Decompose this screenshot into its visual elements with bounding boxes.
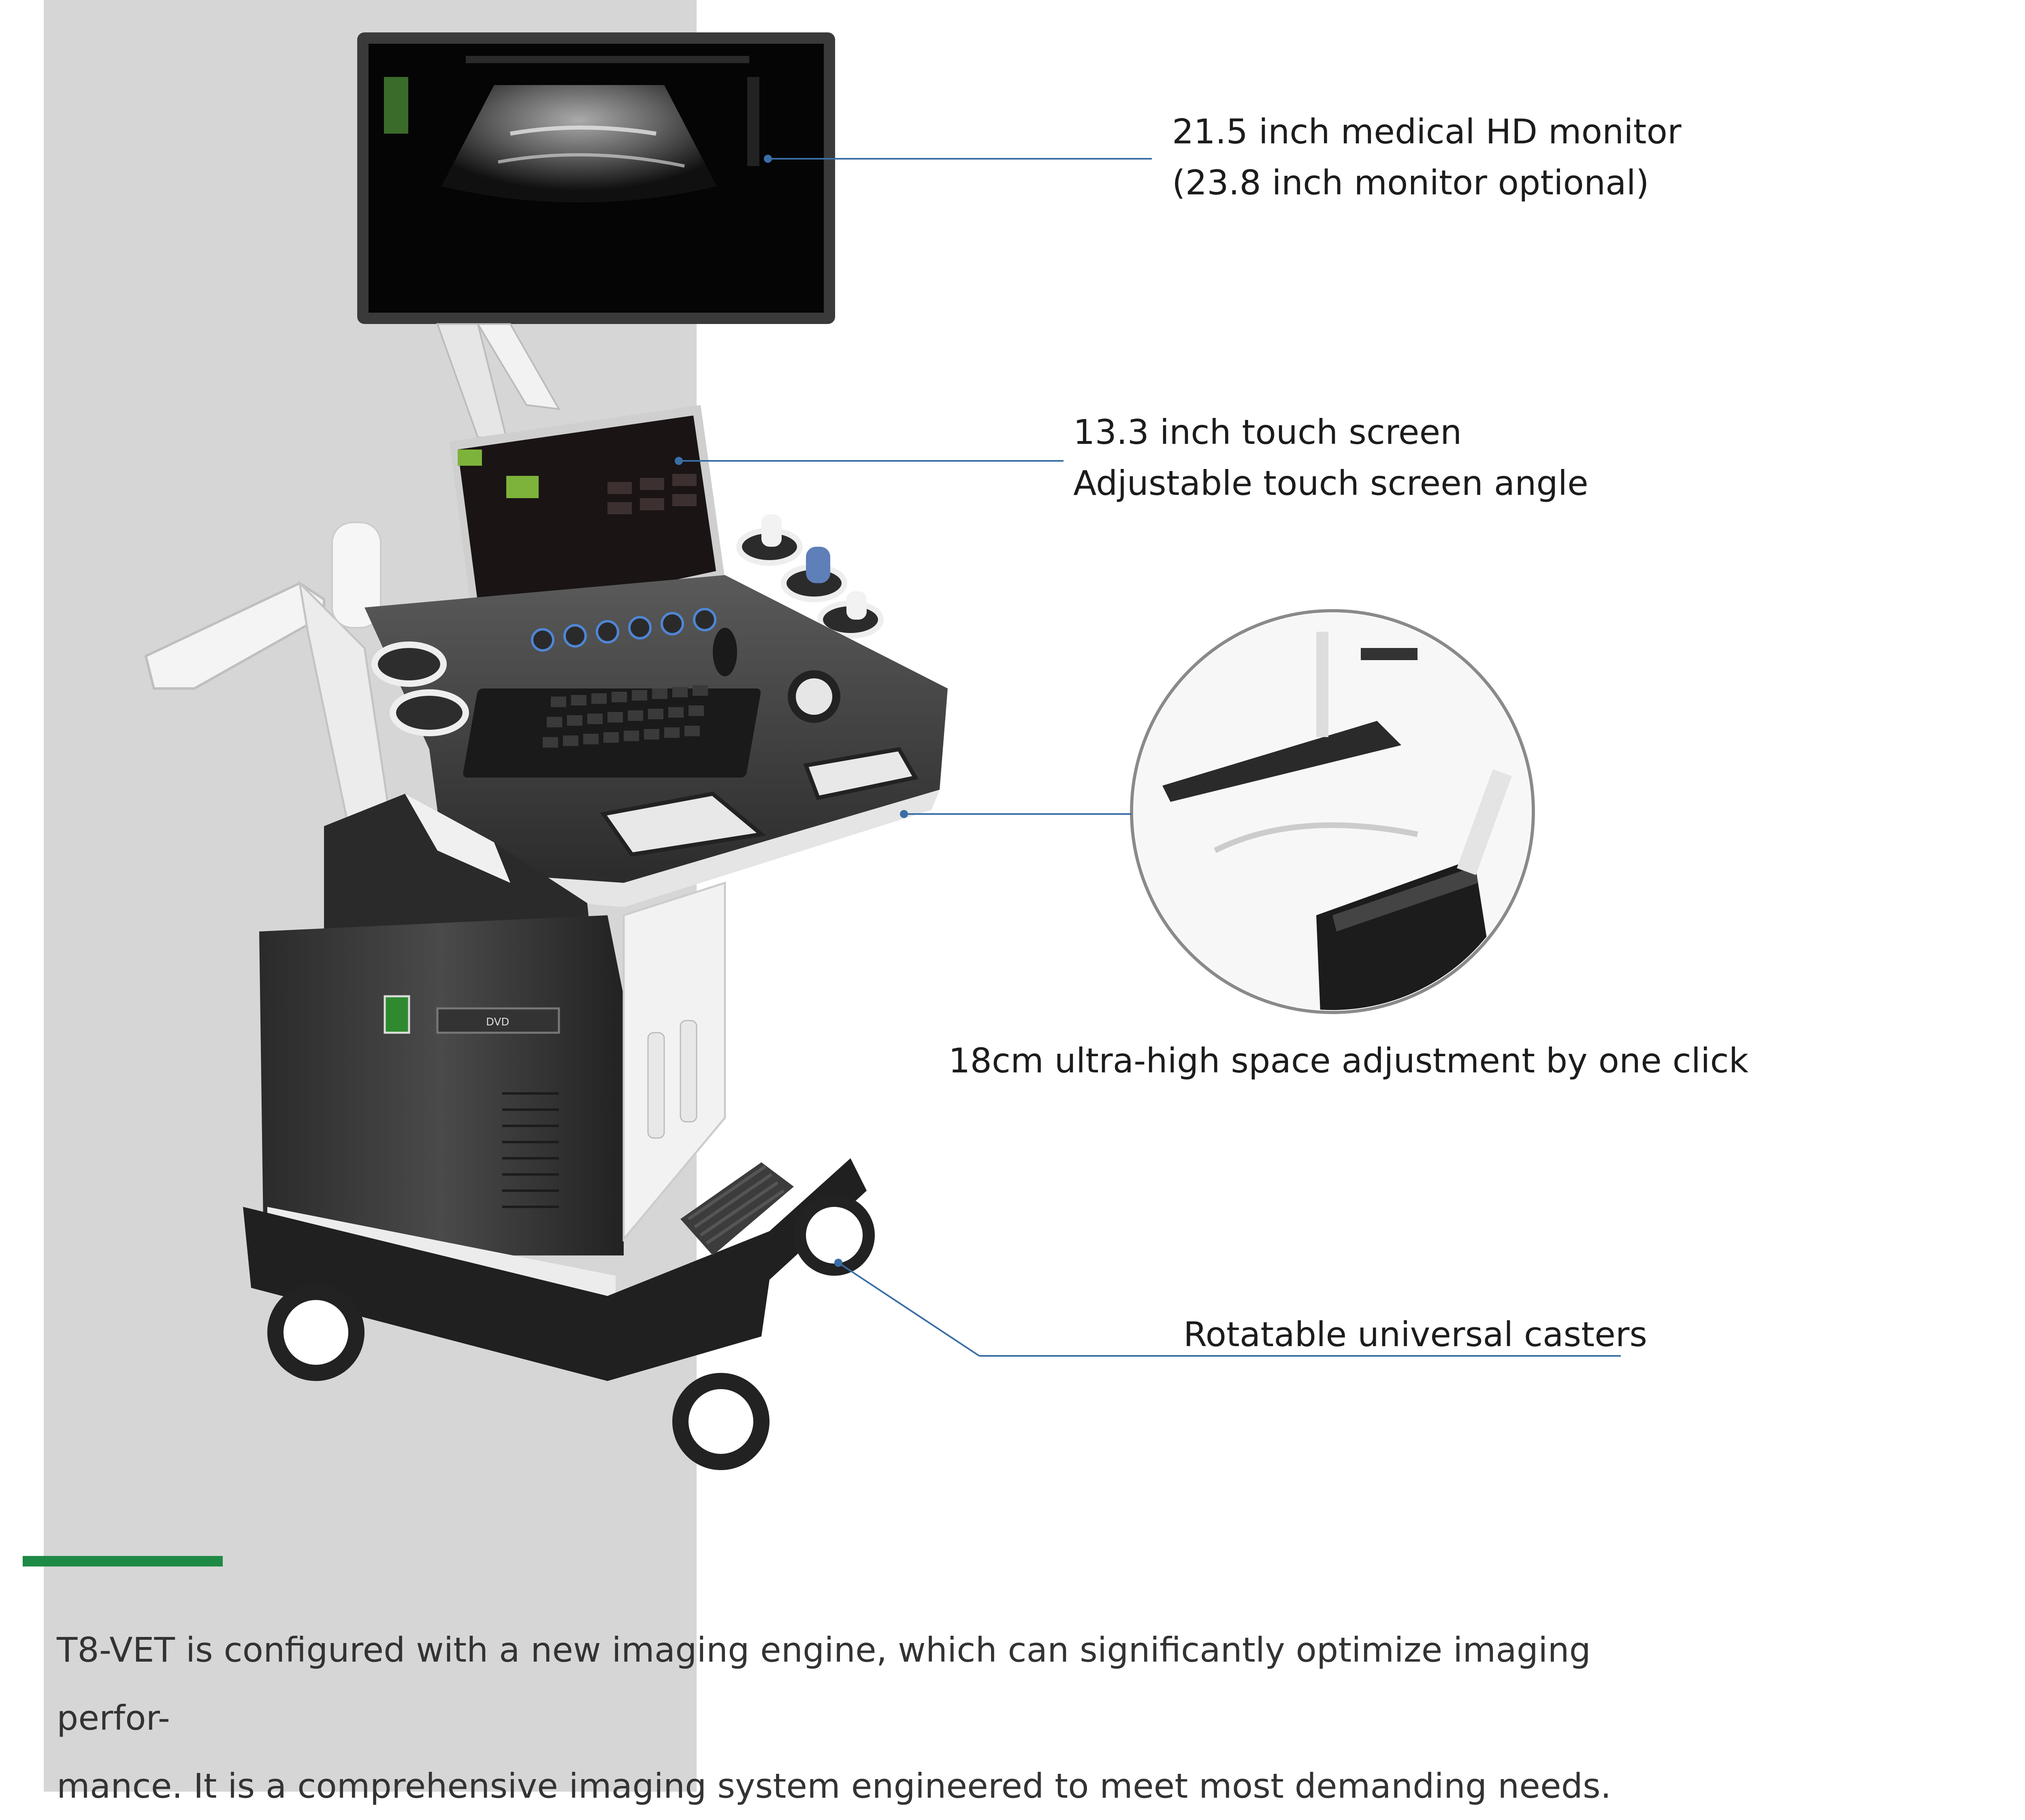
- dvd-label: DVD: [486, 1016, 509, 1028]
- touch-screen-callout-line2: Adjustable touch screen angle: [1073, 463, 1588, 503]
- control-panel: [364, 575, 948, 907]
- height-adjust-callout: 18cm ultra-high space adjustment by one …: [949, 1035, 1748, 1086]
- touch-screen-callout-line: [679, 460, 1064, 462]
- casters: [267, 1195, 875, 1470]
- casters-callout: Rotatable universal casters: [1183, 1309, 1647, 1360]
- monitor-callout-line2: (23.8 inch monitor optional): [1172, 163, 1649, 202]
- touch-screen-callout: 13.3 inch touch screen Adjustable touch …: [1073, 407, 1588, 509]
- monitor-callout: 21.5 inch medical HD monitor (23.8 inch …: [1172, 106, 1682, 208]
- height-adjustment-detail-inset: [1130, 609, 1535, 1014]
- touch-screen: [450, 405, 725, 632]
- description-line2: mance. It is a comprehensive imaging sys…: [57, 1766, 1611, 1806]
- height-adjust-callout-line1: 18cm ultra-high space adjustment by one …: [949, 1041, 1749, 1080]
- product-description: T8-VET is configured with a new imaging …: [57, 1616, 1669, 1820]
- section-accent-bar: [23, 1556, 223, 1566]
- monitor-callout-line: [768, 158, 1152, 160]
- hd-monitor: [357, 32, 835, 324]
- height-callout-line: [904, 813, 1132, 815]
- wheeled-base: [243, 1158, 867, 1381]
- casters-callout-line: [979, 1355, 1621, 1357]
- touch-screen-callout-line1: 13.3 inch touch screen: [1073, 412, 1462, 452]
- handle: [144, 522, 390, 828]
- probe-holders: [736, 514, 884, 639]
- monitor-callout-line1: 21.5 inch medical HD monitor: [1172, 112, 1682, 151]
- description-line1: T8-VET is configured with a new imaging …: [57, 1630, 1591, 1738]
- casters-callout-line1: Rotatable universal casters: [1183, 1315, 1648, 1354]
